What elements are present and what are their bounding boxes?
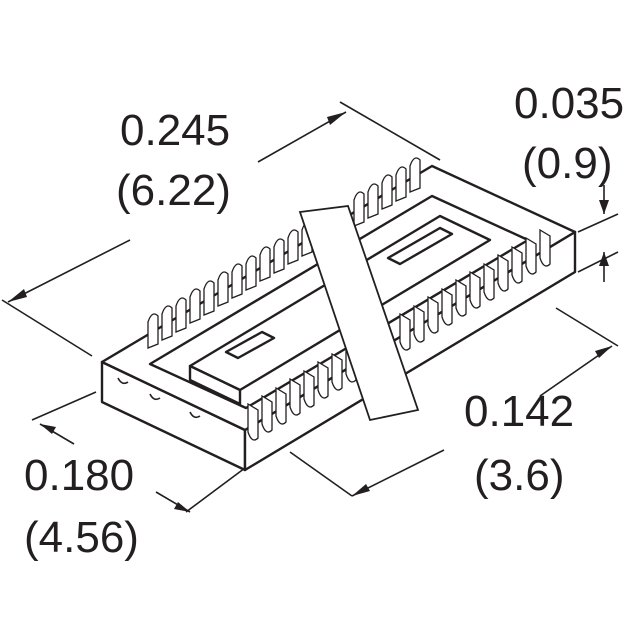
length-dimension <box>1 101 441 357</box>
break-band <box>298 205 420 422</box>
pitch-mm-label: (3.6) <box>474 451 564 500</box>
slot-left <box>224 330 276 360</box>
pitch-inches-label: 0.142 <box>464 387 574 436</box>
notch-1 <box>117 377 129 385</box>
length-mm-label: (6.22) <box>116 166 231 215</box>
notch-2 <box>149 393 161 401</box>
notch-3 <box>189 411 201 419</box>
length-inches-label: 0.245 <box>120 106 230 155</box>
height-mm-label: (0.9) <box>522 139 612 188</box>
pitch-dimension <box>289 307 619 497</box>
center-island-side <box>188 364 242 406</box>
width-inches-label: 0.180 <box>24 451 134 500</box>
slot-right <box>386 226 454 266</box>
height-dimension <box>577 185 619 282</box>
width-dimension <box>31 391 246 513</box>
height-inches-label: 0.035 <box>514 79 624 128</box>
width-mm-label: (4.56) <box>24 513 139 562</box>
